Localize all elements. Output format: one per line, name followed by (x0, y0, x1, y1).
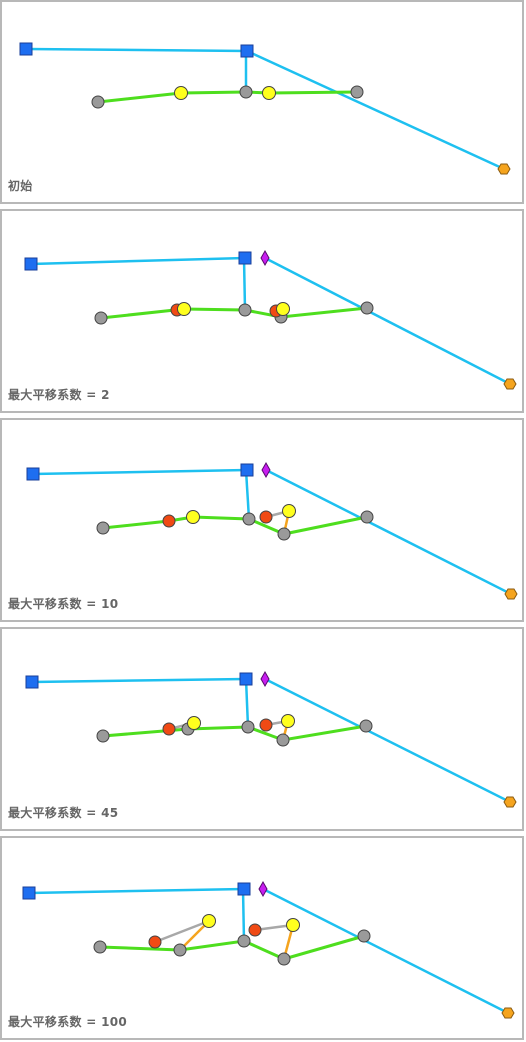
yellow-circle-icon (177, 302, 191, 316)
blue-line (264, 256, 511, 386)
blue-line (32, 468, 248, 476)
blue-line (244, 678, 250, 728)
yellow-circle-icon (186, 510, 200, 524)
gray-circle-icon (239, 85, 253, 99)
panel-offset-10: 最大平移系数 = 10 (0, 418, 524, 622)
caption-value: 45 (101, 806, 119, 820)
blue-square-icon (240, 44, 254, 58)
yellow-circle-icon (282, 504, 296, 518)
green-line (102, 515, 368, 536)
panel-caption: 最大平移系数 = 10 (8, 595, 118, 612)
purple-diamond-icon (260, 670, 270, 688)
blue-line (244, 469, 251, 520)
purple-diamond-icon (261, 461, 271, 479)
gray-line (154, 919, 210, 944)
diagram-offset-100 (22, 880, 515, 1019)
caption-label: 最大平移系数 = (8, 388, 97, 402)
panel-caption: 最大平移系数 = 2 (8, 386, 110, 403)
yellow-circle-icon (276, 302, 290, 316)
blue-square-icon (238, 251, 252, 265)
blue-square-icon (19, 42, 33, 56)
panel-caption: 最大平移系数 = 45 (8, 804, 118, 821)
green-line (100, 306, 368, 320)
green-line (99, 934, 365, 961)
diagram-initial (19, 42, 511, 175)
blue-line (242, 257, 247, 311)
blue-line (28, 887, 245, 895)
blue-line (262, 887, 509, 1015)
gray-circle-icon (91, 95, 105, 109)
blue-square-icon (26, 467, 40, 481)
red-circle-icon (148, 935, 162, 949)
caption-label: 最大平移系数 = (8, 597, 97, 611)
caption-value: 100 (101, 1015, 128, 1029)
orange-hexagon-icon (501, 1007, 515, 1019)
gray-circle-icon (360, 301, 374, 315)
orange-hexagon-icon (504, 588, 518, 600)
gray-circle-icon (93, 940, 107, 954)
blue-square-icon (237, 882, 251, 896)
caption-value: 2 (101, 388, 110, 402)
red-circle-icon (259, 718, 273, 732)
blue-square-icon (240, 463, 254, 477)
purple-diamond-icon (258, 880, 268, 898)
gray-circle-icon (277, 952, 291, 966)
yellow-circle-icon (262, 86, 276, 100)
blue-line (25, 47, 248, 53)
gray-circle-icon (96, 521, 110, 535)
red-circle-icon (162, 722, 176, 736)
orange-hexagon-icon (503, 378, 517, 390)
red-circle-icon (248, 923, 262, 937)
gray-circle-icon (242, 512, 256, 526)
yellow-circle-icon (286, 918, 300, 932)
orange-hexagon-icon (503, 796, 517, 808)
blue-line (264, 677, 511, 804)
gray-circle-icon (360, 510, 374, 524)
panel-initial: 初始 (0, 0, 524, 204)
diagram-offset-2 (24, 249, 517, 390)
red-circle-icon (259, 510, 273, 524)
gray-circle-icon (238, 303, 252, 317)
caption-value: 10 (101, 597, 119, 611)
blue-square-icon (24, 257, 38, 271)
red-circle-icon (162, 514, 176, 528)
panel-offset-100: 最大平移系数 = 100 (0, 836, 524, 1040)
blue-line (30, 256, 246, 266)
blue-line (246, 49, 505, 171)
blue-square-icon (25, 675, 39, 689)
green-line (97, 90, 358, 104)
gray-circle-icon (241, 720, 255, 734)
yellow-circle-icon (202, 914, 216, 928)
panel-offset-2: 最大平移系数 = 2 (0, 209, 524, 413)
panel-offset-45: 最大平移系数 = 45 (0, 627, 524, 831)
purple-diamond-icon (260, 249, 270, 267)
caption-label: 最大平移系数 = (8, 1015, 97, 1029)
green-line (102, 724, 367, 742)
caption-label: 初始 (8, 179, 33, 193)
blue-square-icon (22, 886, 36, 900)
yellow-circle-icon (281, 714, 295, 728)
yellow-circle-icon (174, 86, 188, 100)
blue-line (241, 888, 246, 942)
yellow-circle-icon (187, 716, 201, 730)
gray-circle-icon (94, 311, 108, 325)
gray-circle-icon (357, 929, 371, 943)
gray-circle-icon (237, 934, 251, 948)
gray-circle-icon (276, 733, 290, 747)
gray-circle-icon (96, 729, 110, 743)
blue-line (31, 677, 247, 684)
gray-circle-icon (350, 85, 364, 99)
panel-caption: 初始 (8, 177, 33, 194)
orange-hexagon-icon (497, 163, 511, 175)
diagram-offset-10 (26, 461, 518, 600)
panel-caption: 最大平移系数 = 100 (8, 1013, 127, 1030)
gray-circle-icon (359, 719, 373, 733)
caption-label: 最大平移系数 = (8, 806, 97, 820)
gray-circle-icon (277, 527, 291, 541)
blue-square-icon (239, 672, 253, 686)
blue-line (265, 468, 512, 596)
gray-circle-icon (173, 943, 187, 957)
diagram-offset-45 (25, 670, 517, 808)
